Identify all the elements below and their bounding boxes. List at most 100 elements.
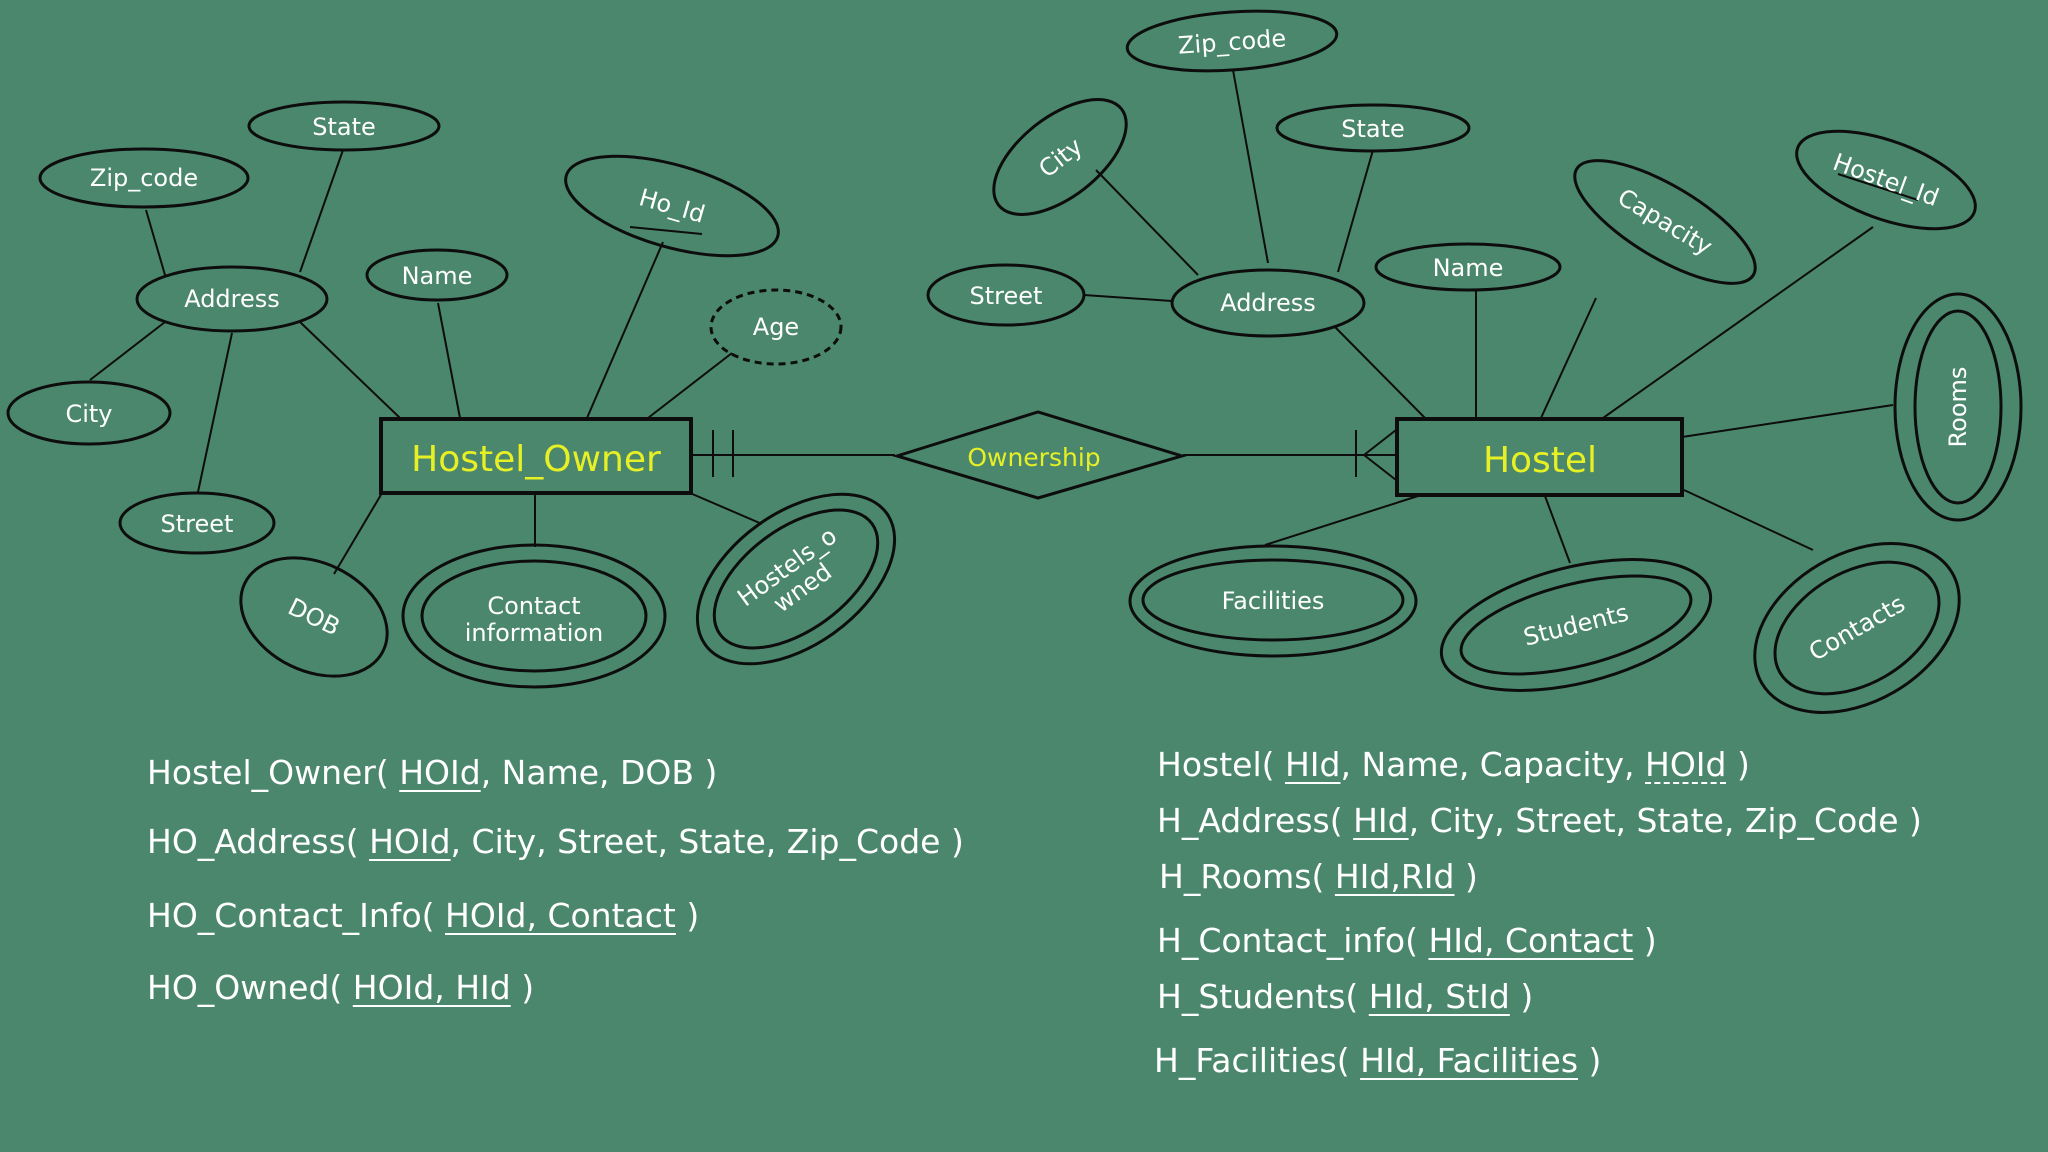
hostel-name-ellipse <box>1374 242 1562 292</box>
line-capacity-hostel <box>1540 297 1597 419</box>
schema-text: H_Students( <box>1157 977 1369 1016</box>
hostel-facilities-label: Facilities <box>1222 587 1325 615</box>
owner-dob-ellipse <box>239 556 389 678</box>
line-hostel-students <box>1544 495 1571 564</box>
owner-contact-label-line2: information <box>465 619 604 647</box>
hostel-city-ellipse <box>992 98 1128 216</box>
owner-hostels-owned-outer-ellipse <box>695 492 897 666</box>
line-hostel-facilities <box>1264 495 1419 546</box>
hostel-facilities-inner-ellipse <box>1141 558 1405 642</box>
hostel-contacts-label: Contacts <box>1804 589 1910 666</box>
line-hostelid-hostel <box>1602 226 1874 419</box>
schema-text: H_Facilities( <box>1154 1041 1361 1080</box>
schema-foreign-key: HOId <box>1645 745 1727 784</box>
owner-hostels-owned-inner-ellipse <box>712 508 880 650</box>
hostel-id-label: Hostel_Id <box>1829 148 1942 212</box>
line-zip-address-hostel <box>1232 69 1269 264</box>
schema-text: , Name, Capacity, <box>1340 745 1645 784</box>
schema-text: ) <box>1454 857 1478 896</box>
schema-primary-key: HId, Facilities <box>1360 1041 1579 1080</box>
schema-primary-key: HId, StId <box>1368 977 1510 1016</box>
schema-h-students: H_Students( HId, StId ) <box>1157 977 1533 1017</box>
line-owner-dob <box>333 492 383 575</box>
hostel-address-ellipse <box>1170 268 1366 338</box>
schema-text: HO_Contact_Info( <box>147 896 445 935</box>
hostel-street-ellipse <box>926 263 1086 327</box>
owner-name-ellipse <box>365 248 509 302</box>
schema-text: ) <box>675 896 700 935</box>
owner-zip-code-ellipse <box>38 147 250 209</box>
owner-age-ellipse <box>709 288 843 366</box>
line-hostel-rooms <box>1681 404 1894 438</box>
schema-primary-key: HId <box>1284 745 1341 784</box>
crows-foot-upper <box>1363 429 1397 456</box>
line-address-city <box>89 321 166 381</box>
owner-contact-inner-ellipse <box>420 559 648 673</box>
line-zip-address <box>145 209 166 276</box>
hostel-rooms-outer-ellipse <box>1893 292 2023 522</box>
line-state-address <box>299 149 344 273</box>
schema-text: , City, Street, State, Zip_Code ) <box>1408 801 1922 840</box>
schema-hostel: Hostel( HId, Name, Capacity, HOId ) <box>1157 745 1750 785</box>
schema-text: HO_Address( <box>147 822 370 861</box>
hostel-street-label: Street <box>970 282 1043 310</box>
schema-ho-contact-info: HO_Contact_Info( HOId, Contact ) <box>147 896 699 936</box>
owner-zip-code-label: Zip_code <box>90 164 198 192</box>
schema-primary-key: HOId <box>369 822 451 861</box>
line-address-owner <box>299 321 401 419</box>
schema-primary-key: HOId, Contact <box>445 896 676 935</box>
line-age-owner <box>647 352 733 419</box>
schema-text: H_Rooms( <box>1159 857 1335 896</box>
owner-address-label: Address <box>184 285 280 313</box>
owner-age-label: Age <box>753 313 799 341</box>
line-address-street <box>197 332 233 493</box>
schema-h-address: H_Address( HId, City, Street, State, Zip… <box>1157 801 1922 841</box>
owner-city-ellipse <box>6 380 172 446</box>
owner-name-label: Name <box>402 262 473 290</box>
owner-state-label: State <box>312 113 376 141</box>
schema-h-facilities: H_Facilities( HId, Facilities ) <box>1154 1041 1601 1081</box>
owner-city-label: City <box>65 400 112 428</box>
hostel-address-label: Address <box>1220 289 1316 317</box>
owner-state-ellipse <box>247 100 441 152</box>
schema-h-contact-info: H_Contact_info( HId, Contact ) <box>1157 921 1657 961</box>
schema-text: ) <box>1578 1041 1602 1080</box>
schema-text: , Name, DOB ) <box>480 753 718 792</box>
owner-hoid-ellipse <box>564 154 780 258</box>
hostel-rooms-label: Rooms <box>1944 367 1972 448</box>
owner-contact-outer-ellipse <box>401 543 667 689</box>
schema-text: Hostel_Owner( <box>147 753 400 792</box>
schema-text: ) <box>1726 745 1750 784</box>
entity-hostel-owner-label: Hostel_Owner <box>411 439 661 480</box>
line-hoid-owner <box>586 241 664 419</box>
schema-text: H_Address( <box>1157 801 1354 840</box>
schema-primary-key: HId,RId <box>1334 857 1455 896</box>
line-owner-hostels-owned <box>689 492 763 525</box>
hostel-state-label: State <box>1341 115 1405 143</box>
owner-street-label: Street <box>161 510 234 538</box>
relationship-ownership-label: Ownership <box>967 443 1100 472</box>
entity-hostel-label: Hostel <box>1483 440 1597 481</box>
attribute-shapes <box>6 9 2023 714</box>
schema-text: , City, Street, State, Zip_Code ) <box>450 822 964 861</box>
crows-foot-lower <box>1363 454 1397 481</box>
schema-primary-key: HOId <box>399 753 481 792</box>
entity-hostel-owner-box <box>379 417 693 495</box>
schema-primary-key: HOId, HId <box>352 968 511 1007</box>
owner-hoid-label: Ho_Id <box>636 183 708 228</box>
line-state-address-hostel <box>1337 149 1374 273</box>
line-hostel-contacts <box>1683 489 1814 551</box>
hostel-students-outer-ellipse <box>1439 558 1713 692</box>
hostel-id-ellipse <box>1795 129 1977 231</box>
schema-hostel-owner: Hostel_Owner( HOId, Name, DOB ) <box>147 753 717 793</box>
owner-hoid-key-underline <box>629 226 703 235</box>
schema-h-rooms: H_Rooms( HId,RId ) <box>1159 857 1478 897</box>
line-address-hostel <box>1334 326 1426 419</box>
hostel-state-ellipse <box>1275 103 1471 153</box>
hostel-zip-code-ellipse <box>1125 9 1339 73</box>
hostel-name-label: Name <box>1433 254 1504 282</box>
line-city-address-hostel <box>1095 169 1199 276</box>
hostel-id-key-underline <box>1837 173 1919 201</box>
line-street-address-hostel <box>1083 294 1173 302</box>
schema-ho-address: HO_Address( HOId, City, Street, State, Z… <box>147 822 964 862</box>
